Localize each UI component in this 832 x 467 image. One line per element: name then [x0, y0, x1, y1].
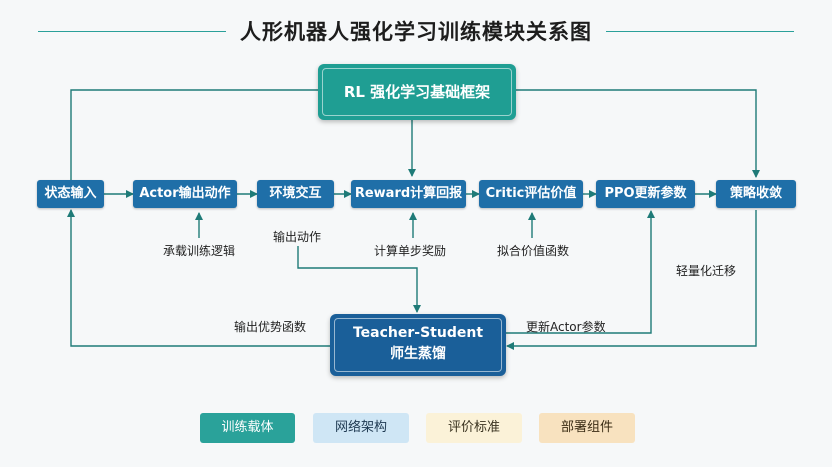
legend-deployment-component: 部署组件 [539, 413, 635, 443]
note-reward: 计算单步奖励 [374, 244, 447, 258]
arrow-distill-state [67, 209, 330, 347]
node-critic: Critic评估价值 [479, 180, 583, 208]
title-rule-left [38, 31, 226, 32]
arrow-converge-distill [506, 210, 757, 350]
node-reward: Reward计算回报 [351, 180, 466, 208]
teacher-student-line1: Teacher-Student [352, 325, 484, 341]
teacher-student-line2: 师生蒸馏 [390, 346, 446, 362]
legend-training-carrier-label: 训练载体 [221, 420, 274, 435]
node-ppo: PPO更新参数 [596, 180, 695, 208]
note-critic: 拟合价值函数 [497, 244, 570, 258]
legend-network-architecture: 网络架构 [313, 413, 409, 443]
legend-evaluation-standard: 评价标准 [426, 413, 522, 443]
node-actor-label: Actor输出动作 [139, 186, 231, 201]
legend-network-architecture-label: 网络架构 [334, 420, 387, 435]
teacher-student-box: Teacher-Student 师生蒸馏 [330, 314, 506, 376]
arrow-distill-ppo [505, 210, 655, 334]
arrow-framework-converge [516, 89, 760, 178]
note-converge: 轻量化迁移 [676, 264, 737, 278]
legend-training-carrier: 训练载体 [200, 413, 295, 443]
note-advantage: 输出优势函数 [234, 320, 307, 334]
teacher-student-frame [334, 318, 502, 372]
node-env: 环境交互 [257, 180, 334, 208]
node-state-input-label: 状态输入 [44, 186, 97, 201]
title-rule-right [606, 31, 794, 32]
node-converge-label: 策略收敛 [729, 186, 782, 201]
arrow-env-distill [297, 246, 421, 313]
node-converge: 策略收敛 [716, 180, 796, 208]
node-state-input: 状态输入 [37, 180, 104, 208]
node-actor: Actor输出动作 [133, 180, 237, 208]
note-actor: 承载训练逻辑 [163, 244, 236, 258]
diagram-title: 人形机器人强化学习训练模块关系图 [240, 20, 592, 44]
node-reward-label: Reward计算回报 [354, 186, 463, 201]
legend-evaluation-standard-label: 评价标准 [447, 420, 500, 435]
rl-framework-box: RL 强化学习基础框架 [318, 64, 516, 120]
legend-deployment-component-label: 部署组件 [560, 420, 613, 435]
note-env: 输出动作 [273, 230, 322, 244]
node-ppo-label: PPO更新参数 [604, 186, 687, 201]
rl-framework-frame [322, 68, 512, 116]
node-env-label: 环境交互 [269, 186, 322, 201]
note-update-actor: 更新Actor参数 [526, 320, 606, 334]
rl-framework-label: RL 强化学习基础框架 [343, 83, 491, 101]
line-state-framework [70, 89, 318, 180]
node-critic-label: Critic评估价值 [485, 186, 577, 201]
